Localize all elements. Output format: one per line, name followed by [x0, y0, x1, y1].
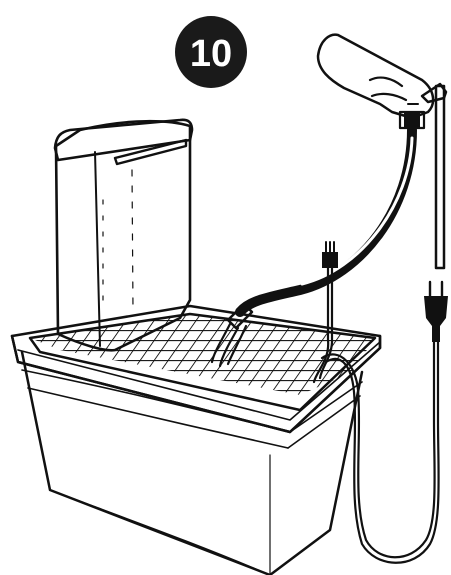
hose-coupling [404, 112, 420, 128]
plug [424, 282, 448, 342]
tap-hand [318, 35, 446, 128]
step-badge: 10 [175, 16, 247, 88]
tap-pipe [436, 86, 444, 268]
step-number: 10 [190, 33, 232, 75]
cord-connector [322, 242, 338, 268]
grate-tray [0, 300, 400, 432]
